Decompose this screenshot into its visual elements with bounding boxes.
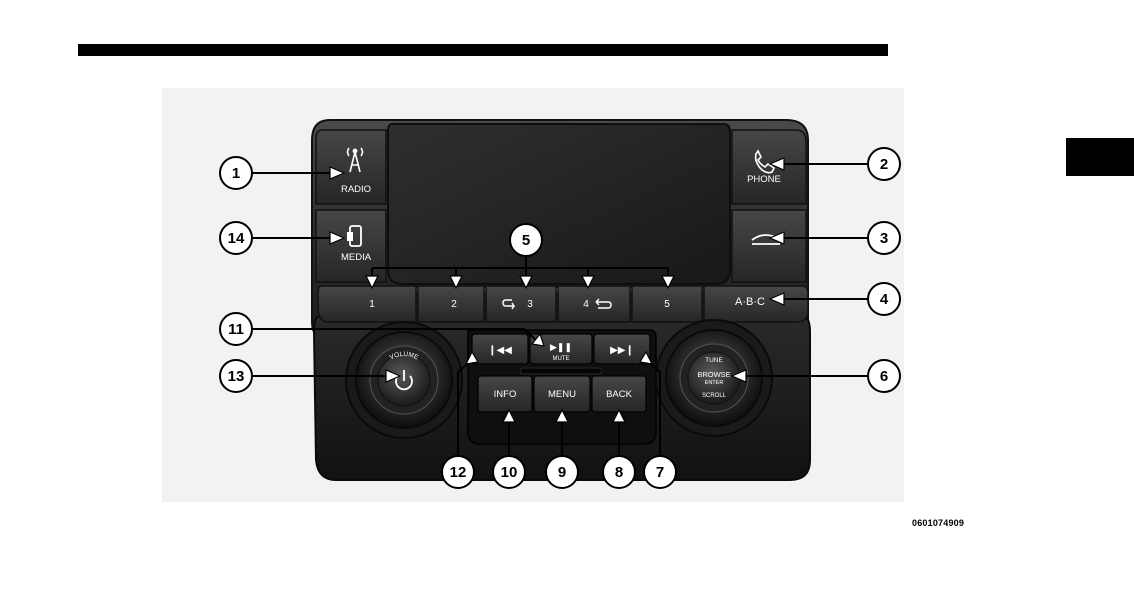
- preset-2-label: 2: [451, 299, 457, 310]
- callout-2: 2: [868, 148, 900, 180]
- light-slit: [520, 368, 602, 374]
- phone-button[interactable]: PHONE: [732, 130, 806, 204]
- preset-1-button[interactable]: 1: [318, 286, 416, 322]
- info-button[interactable]: INFO: [478, 376, 532, 412]
- callout-3: 3: [868, 222, 900, 254]
- menu-label: MENU: [548, 389, 576, 400]
- svg-text:11: 11: [228, 321, 244, 338]
- callout-11: 11: [220, 313, 252, 345]
- tune-browse-enter-knob[interactable]: TUNE BROWSE ENTER SCROLL: [656, 320, 772, 436]
- svg-text:5: 5: [522, 232, 530, 249]
- svg-text:2: 2: [880, 156, 888, 173]
- preset-4-label: 4: [583, 299, 589, 310]
- svg-text:7: 7: [656, 464, 664, 481]
- media-label: MEDIA: [341, 252, 372, 263]
- abc-button[interactable]: A·B·C: [704, 286, 808, 322]
- back-label: BACK: [606, 389, 633, 400]
- svg-text:9: 9: [558, 464, 566, 481]
- svg-text:10: 10: [501, 464, 518, 481]
- callout-5: 5: [510, 224, 542, 256]
- previous-track-icon: ❙◀◀: [488, 345, 512, 356]
- browse-label: BROWSE: [697, 370, 730, 379]
- svg-text:6: 6: [880, 368, 888, 385]
- preset-5-button[interactable]: 5: [632, 286, 702, 322]
- callout-14: 14: [220, 222, 252, 254]
- back-button[interactable]: BACK: [592, 376, 646, 412]
- svg-text:12: 12: [450, 464, 467, 481]
- preset-2-button[interactable]: 2: [418, 286, 484, 322]
- menu-button[interactable]: MENU: [534, 376, 590, 412]
- tune-label: TUNE: [705, 357, 723, 364]
- next-track-icon: ▶▶❙: [610, 345, 634, 356]
- svg-text:1: 1: [232, 165, 240, 182]
- enter-label: ENTER: [705, 380, 724, 386]
- callout-1: 1: [220, 157, 252, 189]
- svg-text:14: 14: [228, 230, 245, 247]
- callout-9: 9: [546, 456, 578, 488]
- callout-8: 8: [603, 456, 635, 488]
- volume-power-knob[interactable]: VOLUME: [346, 322, 462, 438]
- scroll-label: SCROLL: [702, 393, 727, 399]
- play-pause-icon: ▶❚❚: [550, 342, 572, 353]
- figure-id: 0601074909: [912, 518, 964, 528]
- radio-button[interactable]: RADIO: [316, 130, 386, 204]
- preset-3-button[interactable]: 3: [486, 286, 556, 322]
- preset-1-label: 1: [369, 299, 375, 310]
- info-label: INFO: [494, 389, 517, 400]
- callout-6: 6: [868, 360, 900, 392]
- preset-4-button[interactable]: 4: [558, 286, 630, 322]
- callout-7: 7: [644, 456, 676, 488]
- mute-label: MUTE: [553, 356, 570, 362]
- abc-label: A·B·C: [735, 296, 765, 308]
- callout-10: 10: [493, 456, 525, 488]
- callout-13: 13: [220, 360, 252, 392]
- callout-12: 12: [442, 456, 474, 488]
- svg-text:3: 3: [880, 230, 888, 247]
- svg-text:4: 4: [880, 291, 889, 308]
- phone-label: PHONE: [747, 174, 781, 185]
- radio-label: RADIO: [341, 184, 371, 195]
- svg-text:13: 13: [228, 368, 245, 385]
- hang-up-button[interactable]: [732, 210, 806, 282]
- svg-text:8: 8: [615, 464, 623, 481]
- display-screen: [388, 124, 730, 284]
- callout-4: 4: [868, 283, 900, 315]
- preset-3-label: 3: [527, 299, 533, 310]
- preset-5-label: 5: [664, 299, 670, 310]
- previous-track-button[interactable]: ❙◀◀: [472, 334, 528, 364]
- media-button[interactable]: MEDIA: [316, 210, 386, 282]
